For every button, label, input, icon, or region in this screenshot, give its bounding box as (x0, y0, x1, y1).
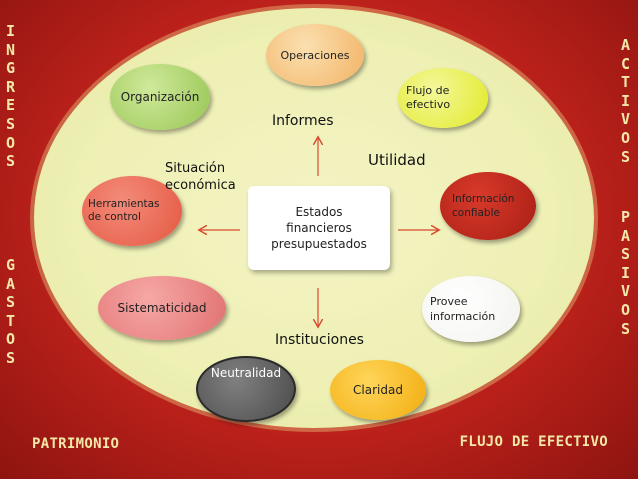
node-herramientas-line2: de control (88, 211, 141, 223)
gastos-letter: S (6, 293, 16, 312)
ingresos-letter: O (6, 133, 16, 152)
node-provee-informacion: Provee información (422, 276, 520, 342)
node-herramientas-line1: Herramientas (88, 198, 160, 210)
ingresos-letter: R (6, 77, 16, 96)
activos-letter: I (620, 91, 630, 110)
node-claridad: Claridad (330, 360, 426, 420)
ingresos-letter: E (6, 96, 16, 115)
gastos-letter: S (6, 348, 16, 367)
center-line2: financieros (286, 221, 352, 235)
gastos-letter: O (6, 330, 16, 349)
ingresos-letter: I (6, 22, 16, 40)
gastos-letter: A (6, 274, 16, 293)
center-line1: Estados (295, 205, 343, 219)
activos-letter: S (620, 147, 630, 166)
node-organizacion-label: Organización (120, 90, 200, 104)
corner-flujo-de-efectivo: FLUJO DE EFECTIVO (459, 434, 608, 450)
activos-letter: A (620, 36, 630, 54)
node-flujo-de-efectivo: Flujo de efectivo (398, 68, 488, 128)
pasivos-letter: I (620, 263, 630, 282)
ingresos-letter: G (6, 59, 16, 78)
activos-letter: C (620, 54, 630, 73)
node-organizacion: Organización (110, 64, 210, 130)
node-provee-line1: Provee (430, 295, 468, 308)
node-neutralidad-label: Neutralidad (210, 366, 282, 380)
node-sistematicidad-label: Sistematicidad (117, 301, 207, 315)
label-instituciones: Instituciones (275, 332, 364, 348)
node-informacion-line2: confiable (452, 207, 500, 219)
ingresos-letter: S (6, 114, 16, 133)
label-situacion-line2: económica (165, 178, 236, 193)
ingresos-letter: N (6, 40, 16, 59)
node-operaciones-label: Operaciones (280, 48, 350, 62)
node-provee-line2: información (430, 310, 496, 323)
ingresos-letter: S (6, 152, 16, 171)
pasivos-letter: S (620, 319, 630, 338)
label-situacion-line1: Situación (165, 161, 226, 176)
corner-patrimonio: PATRIMONIO (32, 436, 120, 452)
pasivos-letter: V (620, 282, 630, 301)
label-informes: Informes (272, 113, 334, 129)
node-neutralidad: Neutralidad (196, 356, 296, 422)
node-flujo-line1: Flujo de (406, 84, 450, 97)
gastos-letter: G (6, 256, 16, 274)
node-herramientas-de-control: Herramientas de control (82, 176, 182, 246)
node-flujo-line2: efectivo (406, 98, 451, 111)
activos-letter: V (620, 110, 630, 129)
center-box-estados-financieros: Estados financieros presupuestados (248, 186, 390, 270)
activos-letter: O (620, 128, 630, 147)
node-operaciones: Operaciones (266, 24, 364, 86)
node-claridad-label: Claridad (353, 383, 403, 397)
node-informacion-confiable: Información confiable (440, 172, 536, 240)
gastos-letter: T (6, 311, 16, 330)
pasivos-letter: P (620, 208, 630, 226)
node-informacion-line1: Información (452, 193, 515, 205)
pasivos-letter: O (620, 300, 630, 319)
pasivos-letter: A (620, 226, 630, 245)
node-sistematicidad: Sistematicidad (98, 276, 226, 340)
pasivos-letter: S (620, 245, 630, 264)
activos-letter: T (620, 73, 630, 92)
label-situacion-economica: Situación económica (165, 160, 236, 194)
label-utilidad: Utilidad (368, 151, 426, 169)
center-line3: presupuestados (271, 237, 367, 251)
